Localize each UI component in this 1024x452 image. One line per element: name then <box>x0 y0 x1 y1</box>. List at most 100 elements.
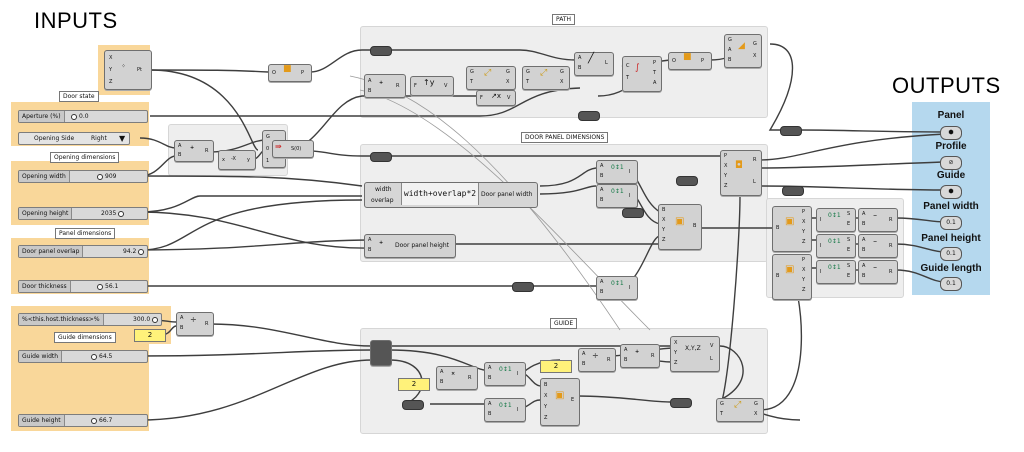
subtraction-component-1[interactable]: A B − R <box>858 208 898 232</box>
port-l: L <box>710 356 713 362</box>
guide-width-slider[interactable]: Guide width 64.5 <box>18 350 148 363</box>
division-icon: ÷ <box>190 315 197 324</box>
move-component-2[interactable]: G T ⤢ G X <box>522 66 570 90</box>
port-one: 1 <box>266 158 270 164</box>
subtraction-component-3[interactable]: A B − R <box>858 260 898 284</box>
division-component[interactable]: A B ÷ R <box>176 312 214 336</box>
port-b: B <box>180 325 184 331</box>
opening-height-slider[interactable]: Opening height 2035 <box>18 207 148 220</box>
series-component-3[interactable]: A B 0↕1 I <box>596 276 638 300</box>
deconstruct-domain-2[interactable]: I 0↕1 S E <box>816 234 856 258</box>
out-param-1[interactable] <box>782 186 804 196</box>
door-thickness-value: 56.1 <box>97 281 118 292</box>
unit-x-component[interactable]: F ↗x V <box>476 90 516 106</box>
port-p: P <box>802 257 806 263</box>
addition-component-side[interactable]: A B + R <box>174 140 214 162</box>
constant-two-guide-2[interactable]: 2 <box>540 360 572 373</box>
door-thickness-slider[interactable]: Door thickness 56.1 <box>18 280 148 293</box>
aperture-slider[interactable]: Aperture (%) 0.0 <box>18 110 148 123</box>
box-icon: ▣ <box>555 390 565 401</box>
dim-param-3[interactable] <box>676 176 698 186</box>
opening-side-selector[interactable]: Opening Side Right ▼ <box>18 132 130 145</box>
port-b: B <box>368 247 372 253</box>
port-b: B <box>600 173 604 179</box>
opening-width-value-text: 909 <box>105 173 117 180</box>
opening-width-slider[interactable]: Opening width 909 <box>18 170 148 183</box>
expression-component[interactable]: width overlap width+overlap*2 Door panel… <box>364 182 538 208</box>
port-g: G <box>728 37 732 43</box>
subtraction-component-2[interactable]: A B − R <box>858 234 898 258</box>
port-r: R <box>889 243 893 249</box>
multiplication-component[interactable]: A B × R <box>436 366 478 390</box>
negative-component[interactable]: x -X y <box>218 150 256 170</box>
output-panel-param[interactable]: ⬢ <box>940 126 962 140</box>
output-guide-param[interactable]: ⬢ <box>940 185 962 199</box>
panel-height-output: Door panel height <box>395 242 450 249</box>
deconstruct-domain-1[interactable]: I 0↕1 S E <box>816 208 856 232</box>
door-panel-overlap-slider[interactable]: Door panel overlap 94.2 <box>18 245 148 258</box>
construct-point-component[interactable]: X Y Z ⁘ Pt <box>104 50 152 90</box>
line-component[interactable]: A B ╱ L <box>574 52 614 76</box>
panel-height-addition[interactable]: A B + Door panel height <box>364 234 456 258</box>
orient-component-2[interactable]: O ■ P <box>668 52 712 70</box>
box-component-panel[interactable]: B X Y Z ▣ B <box>658 204 702 250</box>
box-component-guide[interactable]: B X Y Z ▣ E <box>540 378 580 426</box>
output-panel-width-param[interactable]: 0.1 <box>940 216 962 230</box>
addition-component-guide[interactable]: A B + R <box>620 344 660 368</box>
deconstruct-box-1[interactable]: B ▣ P X Y Z <box>772 206 812 252</box>
stream-filter-output[interactable]: ⇛ S(0) <box>272 140 314 158</box>
guide-height-slider[interactable]: Guide height 66.7 <box>18 414 148 427</box>
guide-height-value-text: 66.7 <box>99 417 113 424</box>
port-e: E <box>571 397 575 403</box>
port-z: Z <box>674 360 678 366</box>
constant-two-guide-1[interactable]: 2 <box>398 378 430 391</box>
deconstruct-domain-3[interactable]: I 0↕1 S E <box>816 260 856 284</box>
dim-param-4[interactable] <box>512 282 534 292</box>
port-p: P <box>301 70 305 76</box>
port-y: Y <box>544 404 548 410</box>
addition-component-path[interactable]: A B + R <box>364 74 406 98</box>
curve-icon: ∫ <box>635 63 640 73</box>
output-profile-param[interactable]: ⊘ <box>940 156 962 170</box>
out-param-2[interactable] <box>780 126 802 136</box>
port-a: A <box>862 211 866 217</box>
orient-geometry-component[interactable]: G A B ◢ G X <box>724 34 762 68</box>
move-component-guide[interactable]: G T ⤢ G X <box>716 398 764 422</box>
deconstruct-box-2[interactable]: B ▣ P X Y Z <box>772 254 812 300</box>
port-r: R <box>889 217 893 223</box>
domain-icon: 0↕1 <box>828 212 841 219</box>
plane-component[interactable]: P X Y Z ◘ R L <box>720 150 762 196</box>
vector-component[interactable]: F ↑y V <box>410 76 454 96</box>
evaluate-curve-component[interactable]: C T ∫ P T A <box>622 56 662 92</box>
host-thickness-slider[interactable]: %<this.host.thickness>% 300.0 <box>18 313 162 326</box>
construct-vector-component[interactable]: X Y Z X,Y,Z V L <box>670 336 720 372</box>
path-param-2[interactable] <box>578 111 600 121</box>
guide-param-2[interactable] <box>670 398 692 408</box>
series-component-2[interactable]: A B 0↕1 I <box>596 184 638 208</box>
series-component-guide-2[interactable]: A B 0↕1 I <box>484 398 526 422</box>
filter-icon: ⇛ <box>275 142 282 151</box>
dropdown-arrow-icon[interactable]: ▼ <box>119 134 126 143</box>
orient-component[interactable]: O ■ P <box>268 64 312 82</box>
series-component-1[interactable]: A B 0↕1 I <box>596 160 638 184</box>
port-v: V <box>507 95 511 101</box>
path-param-1[interactable] <box>370 46 392 56</box>
range-icon: 0↕1 <box>499 366 512 373</box>
output-guide-length-param[interactable]: 0.1 <box>940 277 962 291</box>
output-label-panel-height: Panel height <box>921 233 981 244</box>
series-component-guide-1[interactable]: A B 0↕1 I <box>484 362 526 386</box>
move-component[interactable]: G T ⤢ G X <box>466 66 516 90</box>
port-p: P <box>653 60 657 66</box>
port-a: A <box>488 401 492 407</box>
guide-merge-param[interactable] <box>370 340 392 366</box>
port-l: L <box>605 60 608 66</box>
division-component-guide[interactable]: A B ÷ R <box>578 348 616 372</box>
dim-param-1[interactable] <box>370 152 392 162</box>
output-panel-height-param[interactable]: 0.1 <box>940 247 962 261</box>
constant-two-host[interactable]: 2 <box>134 329 166 342</box>
guide-param-1[interactable] <box>402 400 424 410</box>
dim-param-2[interactable] <box>622 208 644 218</box>
output-label-panel-width: Panel width <box>923 201 979 212</box>
line-icon: ╱ <box>588 53 595 64</box>
port-a: A <box>368 78 372 84</box>
